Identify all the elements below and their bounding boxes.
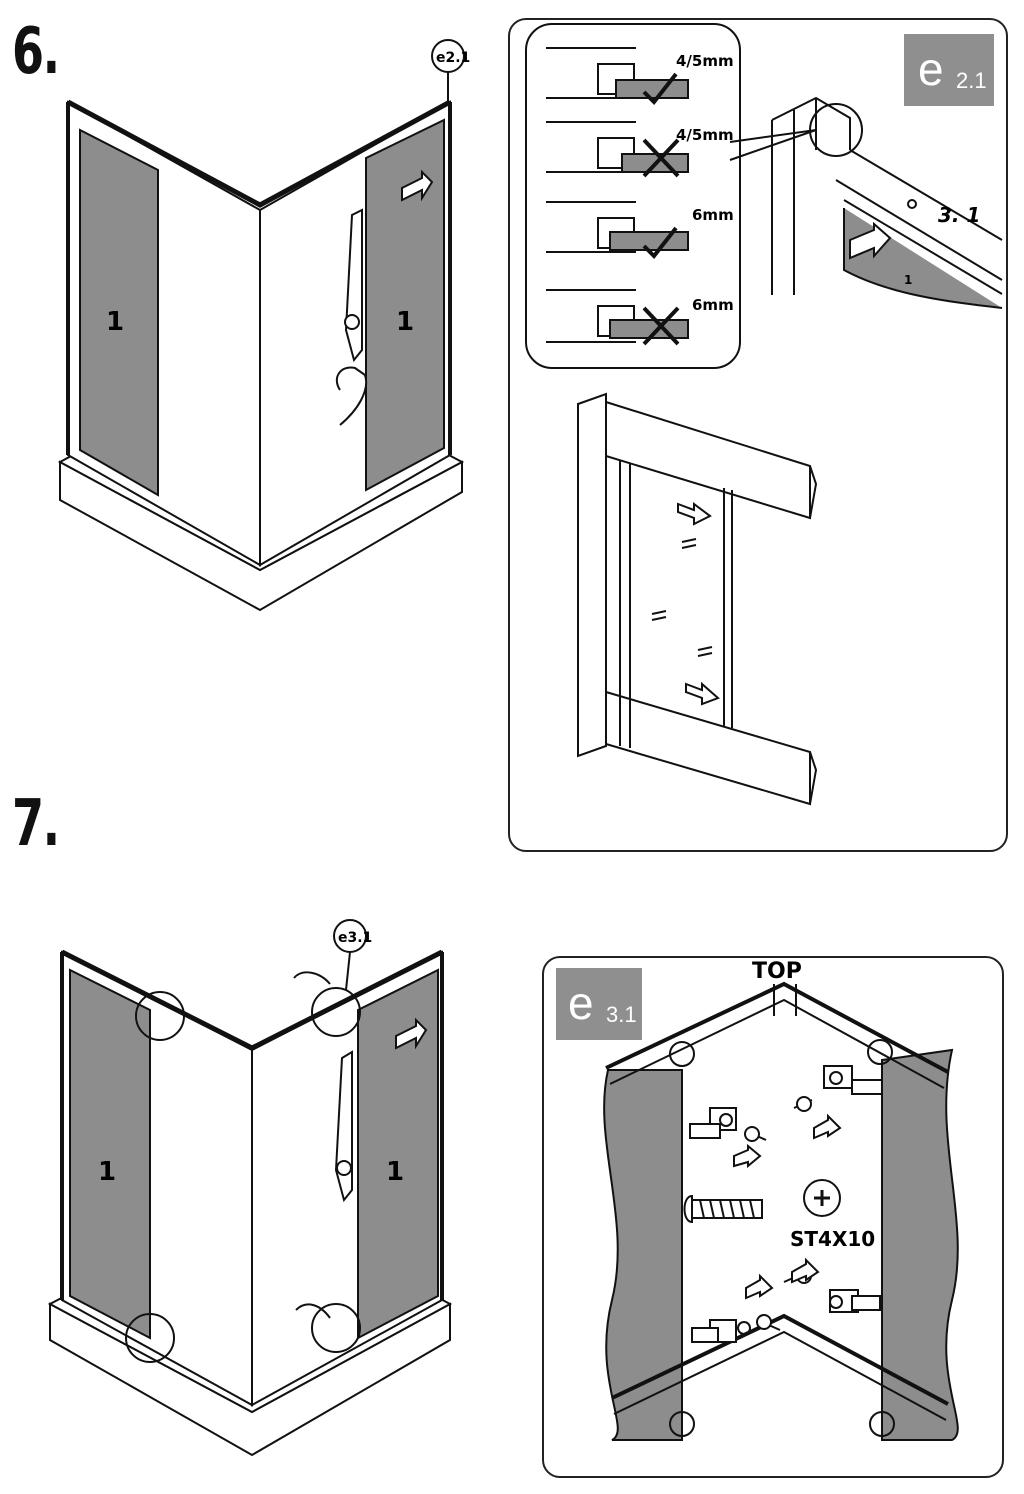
step-6-enclosure-drawing: 1 1 e2.1 (57, 39, 470, 612)
glass-label-right: 1 (396, 307, 414, 337)
left-glass-wavy (603, 1069, 683, 1441)
badge-e31: e 3.1 (556, 968, 642, 1040)
profile-label-3-1: 3. 1 (938, 203, 980, 227)
glass-label-right-7: 1 (386, 1157, 404, 1187)
measurement-bubble: 4/5mm 4/5mm 6mm 6mm (525, 23, 741, 369)
detail-circle-bottom-left (125, 1313, 175, 1363)
measurement-label-1: 4/5mm (676, 52, 734, 70)
left-glass-1-7 (69, 968, 151, 1340)
step-7-number: 7. (12, 787, 60, 861)
badge-e21: e 2.1 (904, 34, 994, 106)
detail-circle-bottom-right (311, 1303, 361, 1353)
measurement-label-3: 6mm (692, 206, 734, 224)
detail-circle-top-right (311, 987, 361, 1037)
detail-circle-top-left (135, 991, 185, 1041)
measurement-label-4: 6mm (692, 296, 734, 314)
right-glass-wavy (881, 1048, 959, 1441)
ref-marker-e21-text: e2.1 (436, 50, 470, 66)
door-frame-drawing (577, 392, 818, 806)
top-label: TOP (752, 959, 802, 984)
right-glass-1 (365, 118, 445, 492)
measurement-label-2: 4/5mm (676, 126, 734, 144)
glass-label-left: 1 (106, 307, 124, 337)
screw-label: ST4X10 (790, 1227, 875, 1251)
bracket-detail-drawing: TOP ST4X10 (603, 959, 959, 1441)
glass-label-left-7: 1 (98, 1157, 116, 1187)
profile-closeup: 3. 1 1 (729, 96, 1003, 309)
badge-e21-letter: e (918, 43, 944, 95)
step-6-number: 6. (12, 15, 60, 89)
badge-e21-sub: 2.1 (956, 68, 987, 93)
left-glass-1 (79, 128, 159, 497)
ref-marker-e31-text: e3.1 (338, 930, 372, 946)
right-glass-1-7 (357, 968, 439, 1340)
badge-e31-sub: 3.1 (606, 1002, 637, 1027)
step-7-enclosure-drawing: 1 1 e3.1 (47, 919, 453, 1457)
badge-e31-letter: e (568, 977, 594, 1029)
profile-glass-label: 1 (904, 273, 912, 287)
